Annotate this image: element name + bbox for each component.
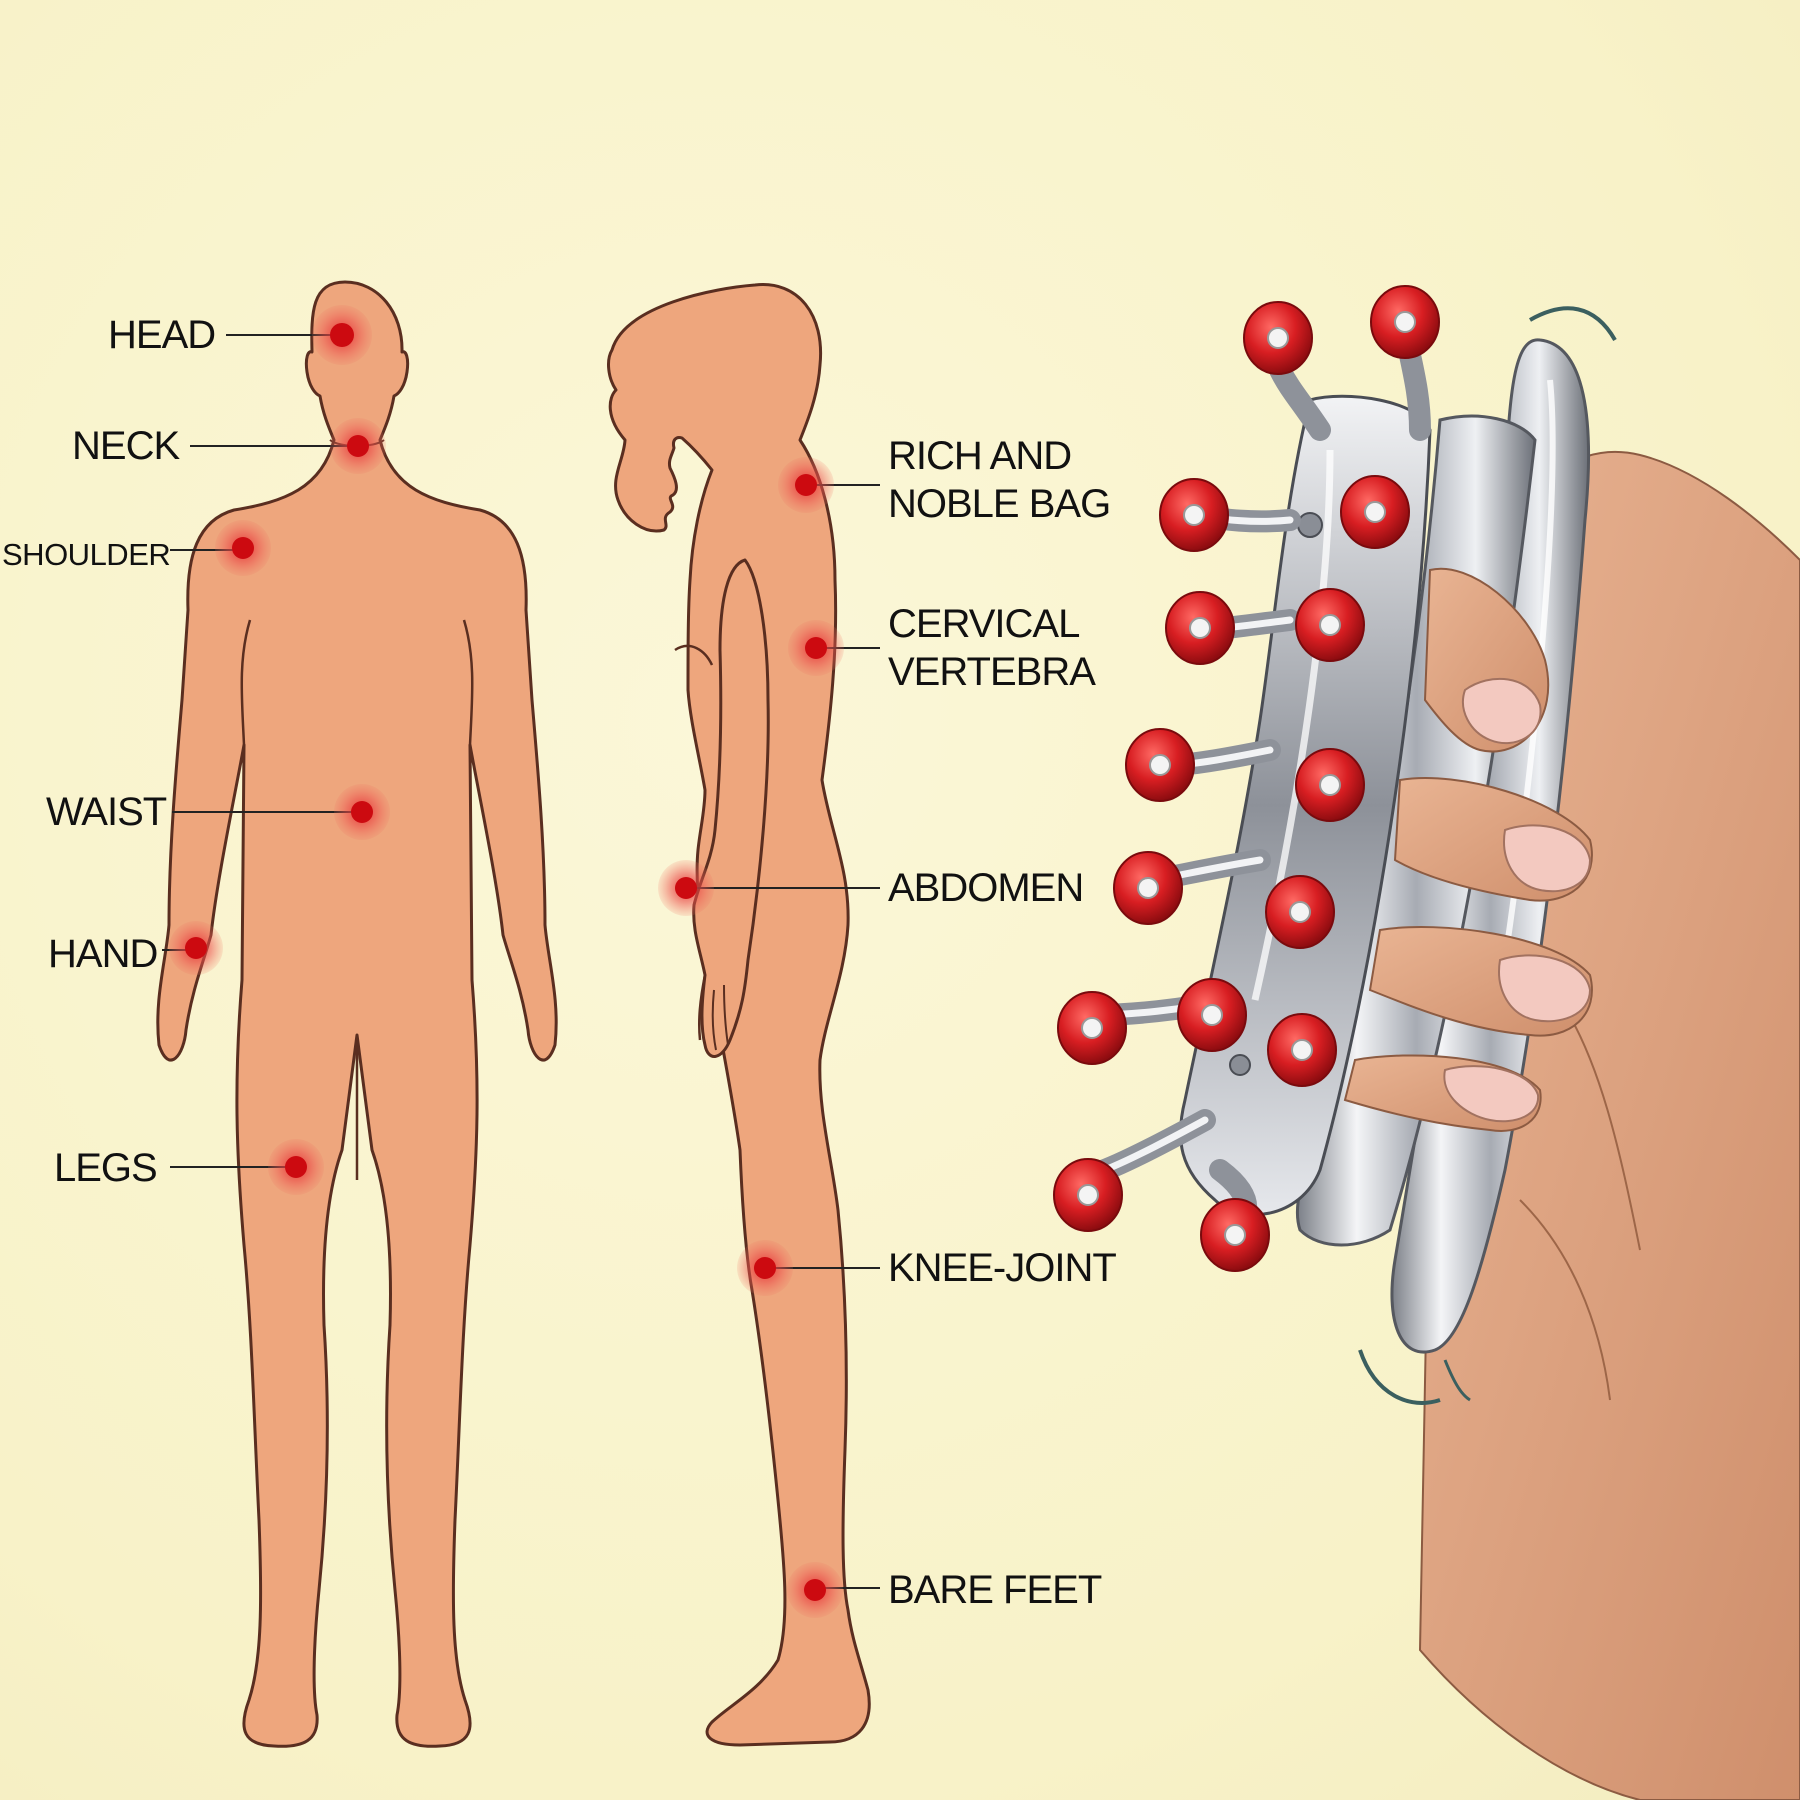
label-knee-joint: KNEE-JOINT — [888, 1244, 1117, 1292]
legs-point — [268, 1139, 324, 1195]
label-knee-line-1: KNEE-JOINT — [888, 1246, 1117, 1290]
label-rich-line-1: RICH AND — [888, 434, 1072, 478]
knee-point — [737, 1240, 793, 1296]
label-waist: WAIST — [46, 790, 167, 834]
label-rich-and-noble-bag: RICH AND NOBLE BAG — [888, 432, 1111, 528]
label-neck: NECK — [72, 424, 180, 468]
waist-point — [334, 784, 390, 840]
cervical-point — [788, 620, 844, 676]
label-abdomen: ABDOMEN — [888, 864, 1084, 912]
label-cervical-line-1: CERVICAL — [888, 602, 1080, 646]
label-shoulder: SHOULDER — [2, 537, 171, 572]
feet-point — [787, 1562, 843, 1618]
label-hand: HAND — [48, 932, 158, 976]
hand-point — [169, 921, 223, 975]
neck-point — [330, 418, 386, 474]
gripping-fingers-icon — [1343, 567, 1593, 1132]
label-rich-line-2: NOBLE BAG — [888, 482, 1111, 526]
rich-point — [778, 457, 834, 513]
head-point — [312, 305, 372, 365]
abdomen-point — [658, 860, 714, 916]
label-feet-line-1: BARE FEET — [888, 1568, 1102, 1612]
side-figure-icon — [607, 283, 871, 1747]
label-legs: LEGS — [54, 1146, 158, 1190]
label-abdomen-line-1: ABDOMEN — [888, 866, 1084, 910]
acupoint-markers — [169, 305, 844, 1618]
label-bare-feet: BARE FEET — [888, 1566, 1102, 1614]
massage-knobs — [1053, 285, 1440, 1272]
label-cervical-line-2: VERTEBRA — [888, 650, 1096, 694]
label-cervical-vertebra: CERVICAL VERTEBRA — [888, 600, 1096, 696]
front-figure-icon — [156, 280, 558, 1748]
label-head: HEAD — [108, 313, 216, 357]
shoulder-point — [215, 520, 271, 576]
